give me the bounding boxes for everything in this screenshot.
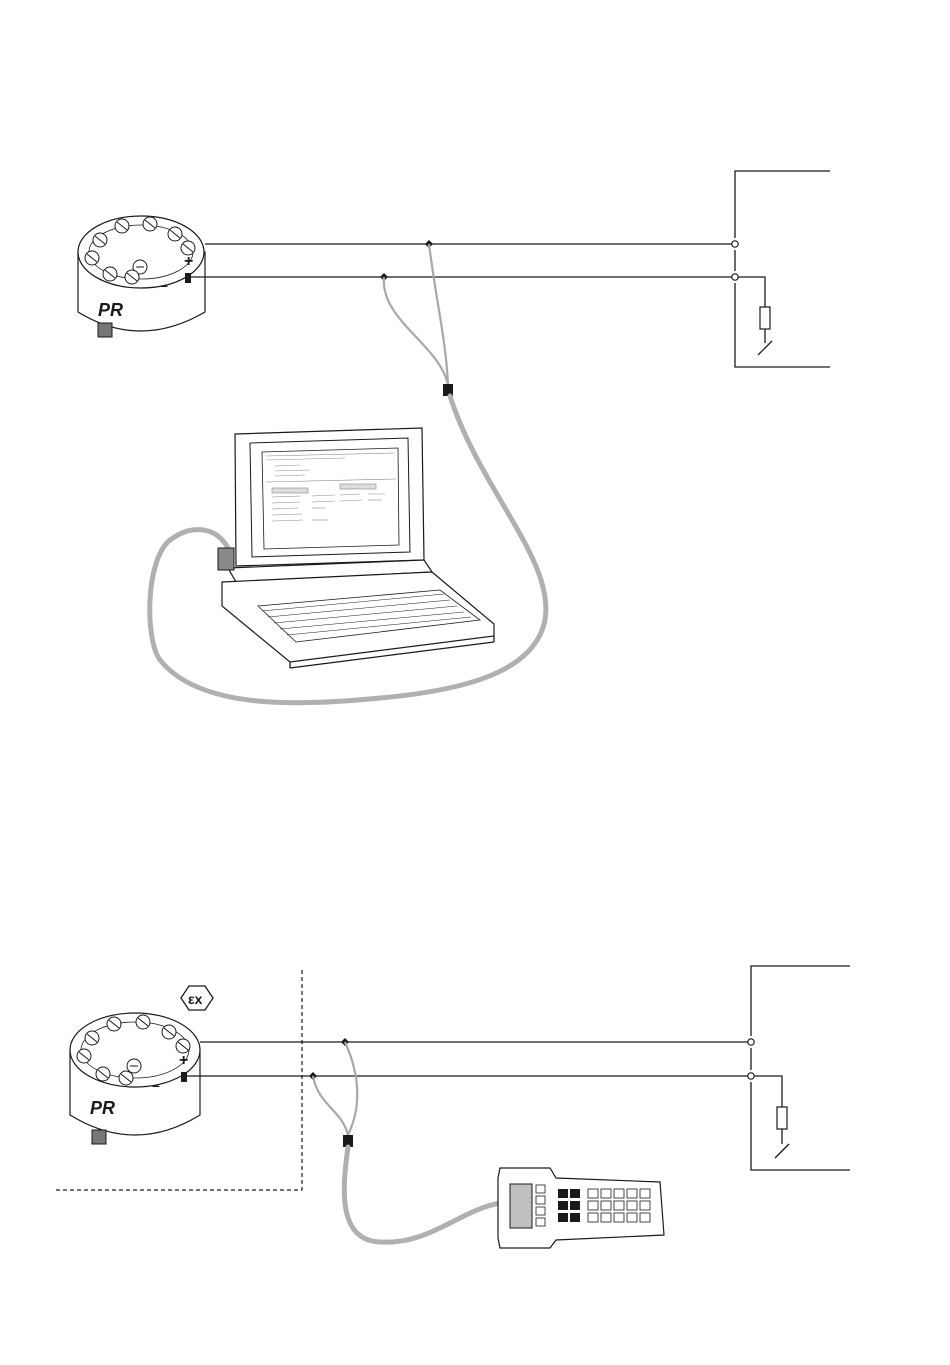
- plus-label-bottom: +: [179, 1052, 188, 1069]
- probe-lead-minus-bottom: [313, 1076, 348, 1135]
- power-supply-bottom: [748, 966, 850, 1170]
- ground-symbol-top: [758, 341, 772, 355]
- bottom-diagram: εx + – PR: [55, 966, 850, 1248]
- plus-label-top: +: [184, 253, 193, 270]
- handheld-keypad: [588, 1189, 650, 1222]
- probe-lead-minus-top: [384, 277, 448, 385]
- load-resistor-top: [760, 307, 770, 329]
- handheld-communicator: [498, 1168, 664, 1248]
- ground-symbol-bottom: [775, 1144, 789, 1158]
- terminal-minus-bottom: [748, 1073, 754, 1079]
- terminal-plus-top: [732, 241, 738, 247]
- terminal-plus-bottom: [748, 1039, 754, 1045]
- handheld-display: [510, 1184, 532, 1228]
- brand-logo-bottom: PR: [90, 1098, 115, 1118]
- brand-logo-top: PR: [98, 300, 123, 320]
- ex-symbol-text: εx: [188, 991, 203, 1007]
- probe-lead-plus-bottom: [345, 1042, 357, 1135]
- ex-symbol: εx: [181, 986, 213, 1010]
- minus-label-bottom: –: [152, 1077, 160, 1093]
- power-supply-top: [732, 171, 830, 367]
- interface-cable-bottom: [344, 1147, 500, 1242]
- top-diagram: + – PR: [78, 171, 830, 703]
- minus-label-top: –: [160, 277, 168, 293]
- transmitter-head-bottom: + – PR: [70, 1013, 200, 1144]
- terminal-minus-top: [732, 274, 738, 280]
- transmitter-head-top: + – PR: [78, 216, 205, 337]
- laptop-pc: [218, 428, 494, 668]
- laptop-screen: [262, 448, 399, 549]
- load-resistor-bottom: [777, 1107, 787, 1129]
- laptop-serial-port: [218, 548, 234, 570]
